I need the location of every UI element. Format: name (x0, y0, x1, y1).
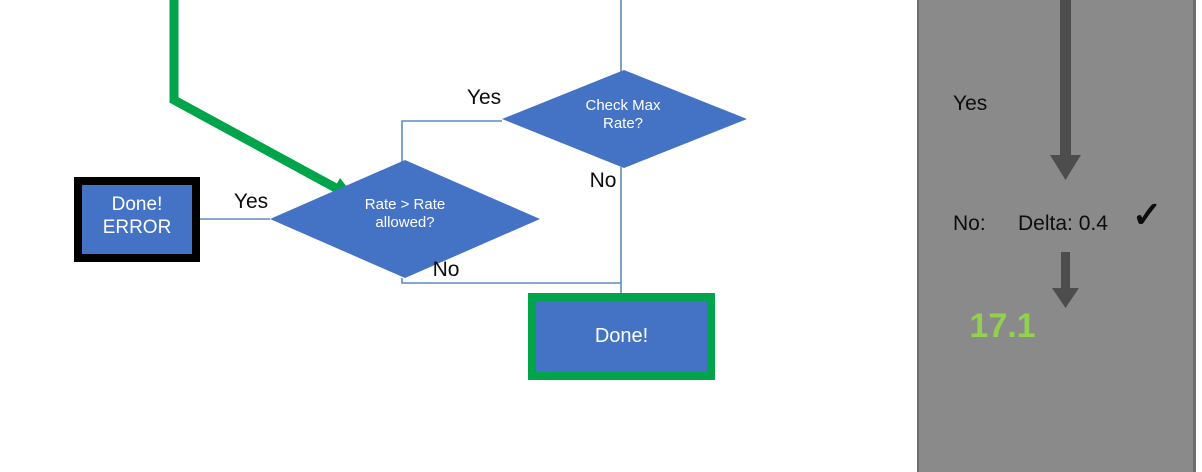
arrow-down-long (1050, 0, 1081, 180)
side-panel: Yes No: Delta: 0.4 ✓ 17.1 (917, 0, 1196, 472)
connector-no-rate-to-done (401, 278, 621, 284)
panel-no-label: No: (953, 212, 986, 235)
edge-label-yes-to-rate-check: Yes (466, 86, 502, 109)
node-check-max-rate-shape (502, 70, 747, 168)
highlight-path-green (169, 0, 348, 197)
edge-label-no-from-max-rate: No (589, 169, 617, 192)
node-done-error-box (74, 177, 200, 262)
node-rate-gt-allowed-shape (270, 160, 540, 278)
edge-label-yes-to-error: Yes (233, 190, 269, 213)
arrow-down-short (1052, 252, 1079, 308)
panel-delta-value: Delta: 0.4 (1018, 212, 1108, 235)
panel-yes-label: Yes (953, 92, 988, 115)
panel-result-value: 17.1 (969, 307, 1036, 345)
check-mark-icon: ✓ (1132, 194, 1163, 235)
panel-arrows (1050, 0, 1081, 308)
edge-label-no-from-rate-allowed: No (432, 258, 460, 281)
connector-yes-check-max-to-rate (401, 120, 502, 162)
node-done-box (528, 293, 715, 380)
